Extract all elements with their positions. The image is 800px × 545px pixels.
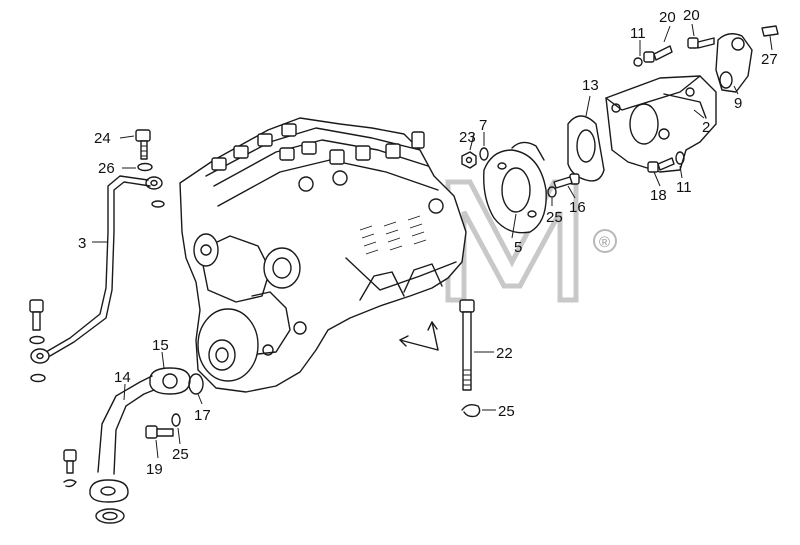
callout-25-left: 25 [172,446,189,463]
callout-11-lower: 11 [676,179,692,196]
bolt-20-left [643,45,673,63]
watermark-registered-mark: ® [599,234,610,251]
governor-housing [193,233,307,382]
washer-25-right [547,186,557,198]
gasket-13 [567,115,605,182]
callout-25-bottom: 25 [498,403,515,420]
callout-25-mid: 25 [546,209,563,226]
coupling-9 [715,33,753,93]
housing-2 [605,75,717,173]
callout-7: 7 [479,117,487,134]
drive-flange-assembly [461,25,779,234]
callout-18: 18 [650,187,667,204]
callout-23: 23 [459,129,476,146]
clip-25 [461,403,481,418]
fuel-line-assembly [29,129,165,383]
washer-7 [479,147,489,161]
o-ring-17 [188,373,204,395]
bolt-20-right [687,37,715,49]
banjo-bolt-24 [135,129,151,160]
callout-5: 5 [514,239,522,256]
washer-11-lower [675,151,685,165]
bolt-18 [647,157,675,173]
callout-22: 22 [496,345,513,362]
callout-24: 24 [94,130,111,147]
callout-9: 9 [734,95,742,112]
bolt-19 [145,413,181,439]
gasket-15 [149,367,191,395]
nut-23 [461,151,477,169]
callout-27: 27 [761,51,778,68]
direction-arrow [399,321,439,351]
callout-20-left: 20 [659,9,676,26]
bolt-16 [553,173,580,189]
stud-22 [459,299,475,391]
washer-11-upper [633,57,643,67]
sealing-washer-26 [137,162,153,172]
callout-19: 19 [146,461,163,478]
bolt-bottom-left [63,449,77,488]
flange-5 [483,141,547,234]
callout-16: 16 [569,199,586,216]
inlet-pipe-assembly [63,367,204,524]
callout-15: 15 [152,337,169,354]
callout-26: 26 [98,160,115,177]
key-27 [761,25,779,37]
outlet-fittings [211,123,444,214]
callout-17: 17 [194,407,211,424]
callout-11-upper: 11 [630,25,646,42]
callout-2: 2 [702,119,710,136]
fuel-injection-pump-assembly [179,117,467,393]
pump-side-ribs [345,215,457,301]
callout-labels: 24 26 3 14 15 17 19 25 23 7 5 25 16 13 2… [78,7,778,478]
callout-14: 14 [114,369,131,386]
callout-13: 13 [582,77,599,94]
callout-20-right: 20 [683,7,700,24]
callout-3: 3 [78,235,86,252]
banjo-bolt-bottom [29,299,45,345]
leader-lines [92,23,773,459]
